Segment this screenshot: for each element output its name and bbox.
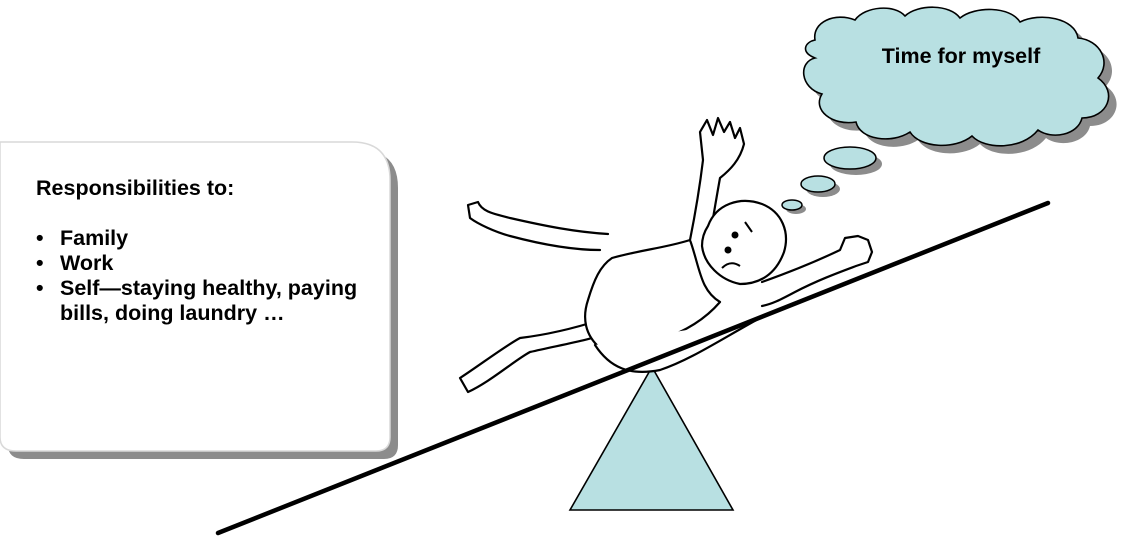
thought-dot-medium — [801, 176, 835, 192]
thought-bubble-text: Time for myself — [876, 42, 1046, 70]
person-head — [702, 201, 786, 284]
thought-dot-small — [782, 200, 802, 210]
responsibilities-list-box: Responsibilities to: Family Work Self—st… — [0, 150, 390, 450]
falling-person — [460, 118, 872, 392]
responsibilities-heading: Responsibilities to: — [36, 176, 370, 201]
fulcrum-triangle — [570, 367, 733, 510]
list-item-work: Work — [36, 251, 370, 276]
list-item-family: Family — [36, 226, 370, 251]
person-raised-leg — [468, 202, 608, 250]
thought-dot-large — [824, 147, 876, 169]
list-item-self: Self—staying healthy, paying bills, doin… — [36, 276, 370, 326]
responsibilities-list: Family Work Self—staying healthy, paying… — [36, 226, 370, 326]
